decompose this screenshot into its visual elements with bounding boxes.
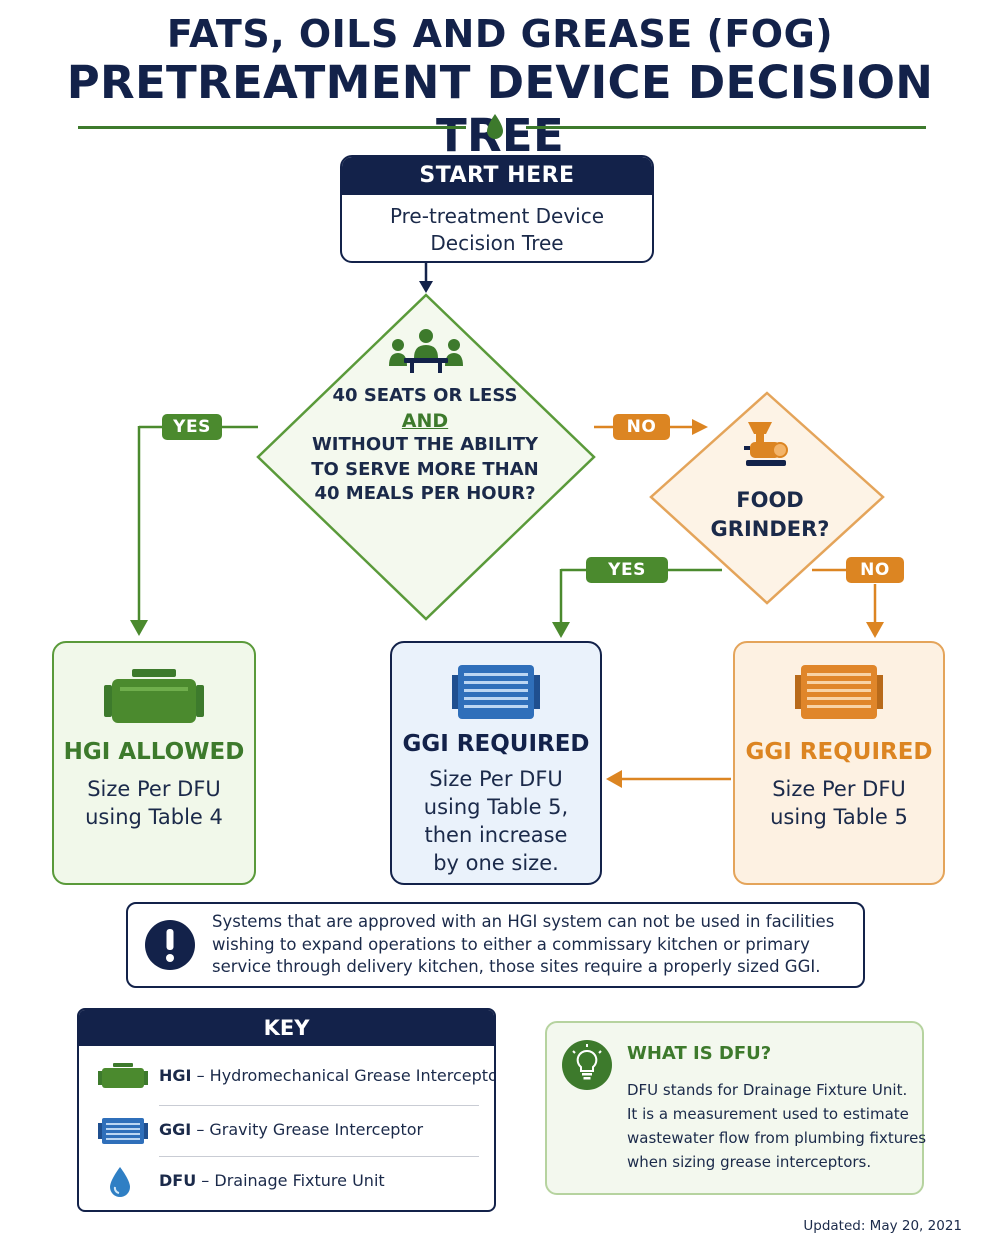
question2-line: GRINDER?: [710, 517, 830, 541]
outcome-hgi-line: Size Per DFU: [87, 777, 221, 801]
outcome-ggi-line: Size Per DFU: [772, 777, 906, 801]
exclamation-icon: [145, 920, 195, 970]
start-body-line: Pre-treatment Device: [389, 204, 605, 228]
dfu-info-line: DFU stands for Drainage Fixture Unit.: [627, 1081, 908, 1099]
q1-no-label: NO: [613, 414, 670, 440]
start-header: START HERE: [342, 157, 652, 195]
key-separator: [159, 1156, 479, 1157]
key-box: KEY HGI – Hydromechanical Grease Interce…: [77, 1008, 496, 1212]
outcome-ggi-increase-line: by one size.: [433, 851, 559, 875]
hgi-tank-icon: [104, 669, 204, 723]
hgi-tank-icon: [98, 1063, 148, 1088]
key-desc: – Gravity Grease Interceptor: [196, 1120, 424, 1139]
key-abbr: HGI: [159, 1066, 192, 1085]
updated-date: Updated: May 20, 2021: [803, 1218, 962, 1234]
question2-text: FOOD GRINDER?: [690, 486, 850, 544]
dfu-info-title: WHAT IS DFU?: [627, 1043, 772, 1064]
start-body-line: Decision Tree: [430, 231, 564, 255]
outcome-hgi-line: using Table 4: [85, 805, 223, 829]
outcome-ggi-box: GGI REQUIRED Size Per DFU using Table 5: [733, 641, 945, 885]
question1-line: TO SERVE MORE THAN: [311, 458, 539, 480]
question2-diamond: [649, 391, 885, 605]
ggi-note-box: Systems that are approved with an HGI sy…: [126, 902, 865, 988]
title-drop-icon: [487, 114, 503, 139]
start-box: START HERE Pre-treatment Device Decision…: [340, 155, 654, 263]
dfu-info-box: WHAT IS DFU? DFU stands for Drainage Fix…: [545, 1021, 927, 1195]
ggi-tank-icon: [452, 665, 540, 719]
key-desc: – Hydromechanical Grease Interceptor: [196, 1066, 496, 1085]
food-grinder-icon: [744, 422, 788, 466]
question1-diamond: [256, 293, 596, 621]
question1-line: 40 SEATS OR LESS: [332, 385, 518, 406]
q2-no-label: NO: [846, 557, 904, 583]
note-line: Systems that are approved with an HGI sy…: [212, 912, 835, 931]
q2-yes-label: YES: [586, 557, 668, 583]
water-drop-icon: [110, 1167, 130, 1197]
outcome-ggi-increase-title: GGI REQUIRED: [402, 731, 590, 757]
note-line: service through delivery kitchen, those …: [212, 957, 821, 976]
key-abbr: DFU: [159, 1171, 197, 1190]
question1-line: 40 MEALS PER HOUR?: [314, 483, 536, 504]
ggi-orange-tank-icon: [795, 665, 883, 719]
dfu-info-line: It is a measurement used to estimate: [627, 1105, 909, 1123]
outcome-ggi-increase-line: Size Per DFU: [429, 767, 563, 791]
key-separator: [159, 1105, 479, 1106]
key-abbr: GGI: [159, 1120, 192, 1139]
key-row-ggi: GGI – Gravity Grease Interceptor: [79, 1106, 494, 1156]
title-divider-left: [78, 126, 466, 129]
title-divider-right: [526, 126, 926, 129]
key-header: KEY: [79, 1010, 494, 1046]
people-table-icon: [389, 329, 463, 373]
question1-line: WITHOUT THE ABILITY: [311, 434, 539, 455]
question1-and: AND: [401, 409, 449, 432]
outcome-ggi-increase-line: then increase: [424, 823, 568, 847]
question2-line: FOOD: [736, 488, 804, 512]
outcome-ggi-increase-line: using Table 5,: [423, 795, 569, 819]
note-line: wishing to expand operations to either a…: [212, 934, 810, 954]
outcome-ggi-line: using Table 5: [770, 805, 908, 829]
key-row-hgi: HGI – Hydromechanical Grease Interceptor: [79, 1052, 494, 1102]
outcome-ggi-title: GGI REQUIRED: [745, 739, 933, 765]
dfu-info-line: wastewater flow from plumbing fixtures: [627, 1129, 927, 1147]
key-row-dfu: DFU – Drainage Fixture Unit: [79, 1157, 494, 1207]
outcome-ggi-increase-box: GGI REQUIRED Size Per DFU using Table 5,…: [390, 641, 602, 885]
q1-yes-label: YES: [162, 414, 222, 440]
ggi-tank-icon: [98, 1118, 148, 1144]
dfu-info-line: when sizing grease interceptors.: [627, 1153, 872, 1171]
outcome-hgi-box: HGI ALLOWED Size Per DFU using Table 4: [52, 641, 256, 885]
question1-text: 40 SEATS OR LESS AND WITHOUT THE ABILITY…: [300, 384, 550, 507]
title-line-1: FATS, OILS AND GREASE (FOG): [166, 12, 834, 56]
key-desc: – Drainage Fixture Unit: [201, 1171, 385, 1190]
lightbulb-icon: [562, 1040, 612, 1090]
title-line-2: PRETREATMENT DEVICE DECISION TREE: [66, 56, 934, 162]
outcome-hgi-title: HGI ALLOWED: [63, 739, 245, 765]
